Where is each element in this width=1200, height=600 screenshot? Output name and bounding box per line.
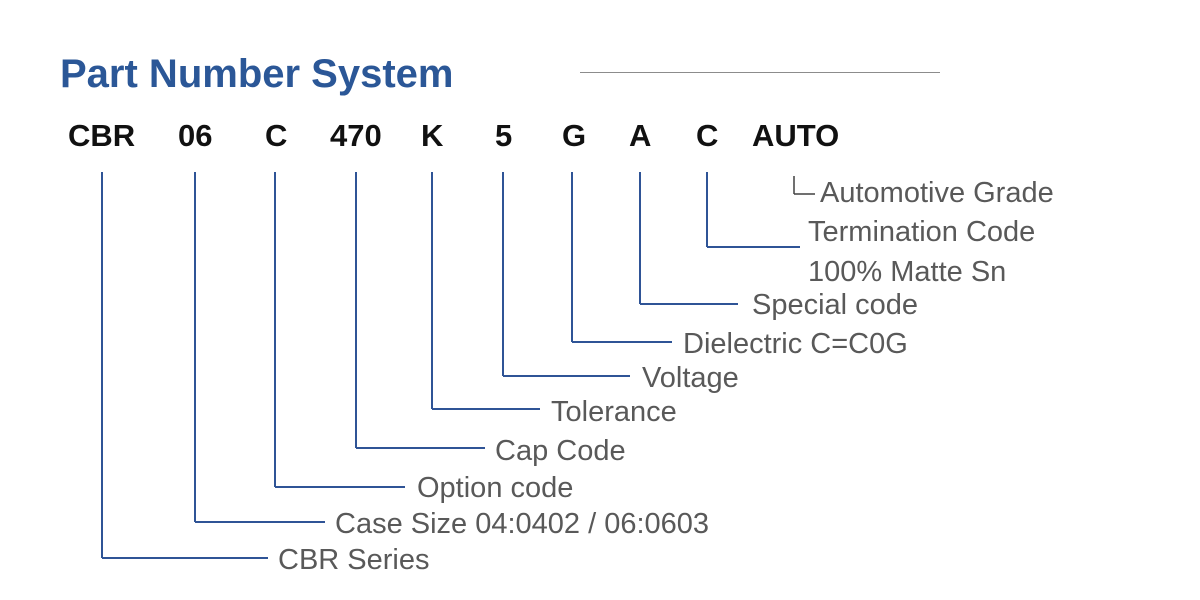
label-voltage: Voltage [642, 362, 739, 394]
connector-voltage [502, 172, 630, 377]
connector-series [101, 172, 268, 559]
code-termination: C [696, 118, 719, 153]
connector-tolerance [431, 172, 540, 410]
connector-case-size [194, 172, 325, 523]
code-cap: 470 [330, 118, 382, 153]
label-tolerance: Tolerance [551, 396, 677, 428]
connector-termination [706, 172, 800, 248]
connector-cap [355, 172, 485, 449]
connector-special [639, 172, 738, 305]
label-termination: Termination Code [808, 216, 1036, 248]
code-special: A [629, 118, 652, 153]
title-divider [580, 72, 940, 73]
code-case-size: 06 [178, 118, 213, 153]
connector-automotive [793, 176, 815, 195]
label-automotive: Automotive Grade [820, 177, 1054, 209]
label-series: CBR Series [278, 544, 430, 576]
connector-option [274, 172, 405, 488]
label-option: Option code [417, 472, 574, 504]
connector-dielectric [571, 172, 672, 343]
code-option: C [265, 118, 288, 153]
page-title: Part Number System [60, 52, 454, 96]
code-tolerance: K [421, 118, 444, 153]
label-dielectric: Dielectric C=C0G [683, 328, 908, 360]
label-cap: Cap Code [495, 435, 626, 467]
label-case-size: Case Size 04:0402 / 06:0603 [335, 508, 710, 540]
code-voltage: 5 [495, 118, 513, 153]
code-series: CBR [68, 118, 136, 153]
label-special: Special code [752, 289, 919, 321]
code-automotive: AUTO [752, 118, 840, 153]
label-termination-detail: 100% Matte Sn [808, 256, 1007, 288]
code-dielectric: G [562, 118, 587, 153]
